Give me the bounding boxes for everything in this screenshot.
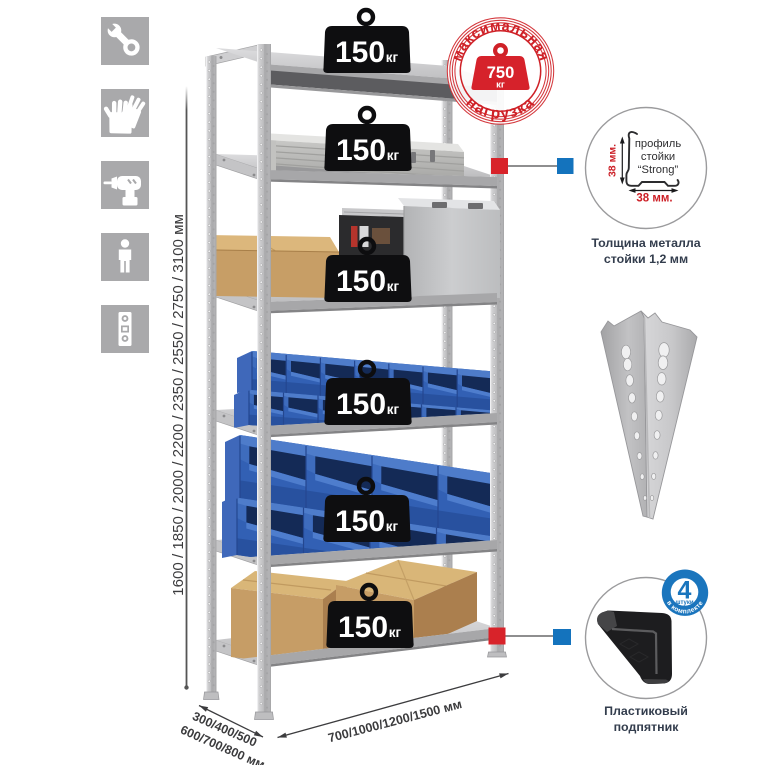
svg-text:Пластиковый: Пластиковый	[604, 704, 688, 718]
svg-text:кг: кг	[387, 402, 400, 417]
svg-text:750: 750	[487, 64, 515, 82]
svg-text:150: 150	[336, 134, 386, 167]
svg-text:38 мм.: 38 мм.	[607, 144, 619, 177]
svg-text:150: 150	[338, 611, 388, 644]
svg-text:кг: кг	[389, 625, 402, 640]
svg-text:“Strong”: “Strong”	[638, 164, 679, 176]
svg-text:150: 150	[336, 388, 386, 421]
svg-text:кг: кг	[387, 148, 400, 163]
svg-text:стойки: стойки	[641, 151, 675, 163]
svg-text:1600 / 1850 / 2000 / 2200 / 23: 1600 / 1850 / 2000 / 2200 / 2350 / 2550 …	[170, 214, 187, 596]
svg-text:кг: кг	[496, 80, 505, 91]
svg-text:38 мм.: 38 мм.	[636, 193, 672, 205]
svg-text:кг: кг	[386, 50, 399, 65]
svg-text:4: 4	[678, 577, 692, 605]
svg-text:150: 150	[335, 505, 385, 538]
svg-text:кг: кг	[386, 519, 399, 534]
svg-text:штуки: штуки	[675, 600, 693, 606]
svg-text:стойки 1,2 мм: стойки 1,2 мм	[604, 252, 688, 266]
svg-text:Толщина металла: Толщина металла	[591, 236, 700, 250]
svg-text:профиль: профиль	[635, 138, 681, 150]
svg-text:150: 150	[335, 36, 385, 69]
svg-text:кг: кг	[387, 279, 400, 294]
svg-text:подпятник: подпятник	[614, 720, 680, 734]
svg-text:150: 150	[336, 265, 386, 298]
